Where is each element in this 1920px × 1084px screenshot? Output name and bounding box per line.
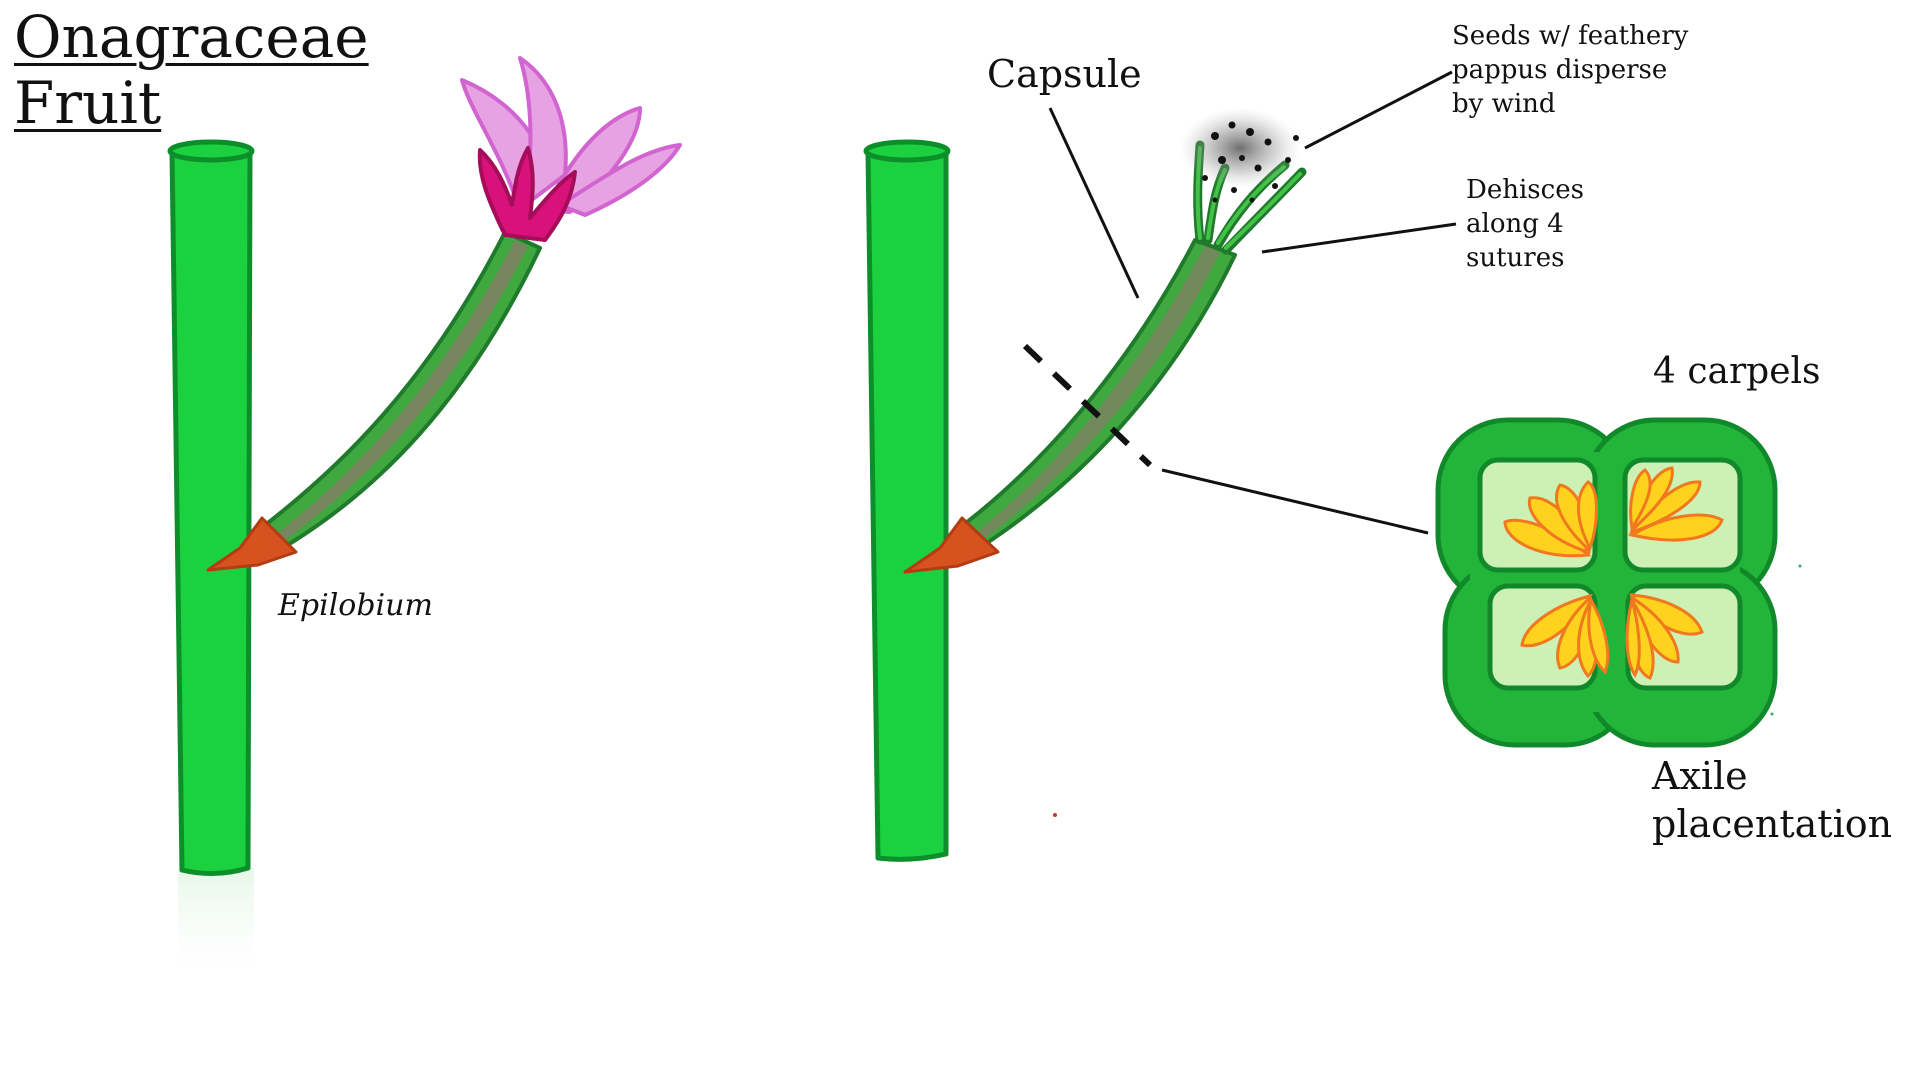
right-bract (903, 516, 1000, 574)
stray-dot-3 (1770, 712, 1774, 716)
left-flower (460, 56, 682, 242)
right-stem-top (863, 139, 951, 163)
seeds-pointer (1304, 70, 1453, 150)
left-petal-4 (558, 143, 682, 217)
pointer-lines (1022, 70, 1457, 535)
capsule-pointer (1048, 107, 1140, 299)
dehisce-pointer (1261, 222, 1457, 254)
title-line-1: Onagraceae (14, 3, 369, 71)
title-line-2: Fruit (14, 69, 162, 137)
page-title: Onagraceae Fruit (14, 4, 369, 136)
placentation-label: Axile placentation (1652, 752, 1892, 848)
cross-section (1435, 417, 1778, 748)
left-pedicel (246, 230, 542, 562)
ovules-tl (1503, 480, 1598, 558)
right-stem (865, 147, 949, 862)
placentation-label-line-2: placentation (1652, 802, 1893, 846)
ovules-br (1625, 593, 1704, 680)
left-plant (167, 56, 682, 988)
carpels-label: 4 carpels (1653, 351, 1821, 392)
left-pedicel-core (262, 240, 528, 552)
right-capsule-core (960, 246, 1220, 552)
section-pointer (1161, 468, 1429, 535)
dehisce-label-line-3: sutures (1466, 243, 1565, 273)
capsule-label: Capsule (987, 52, 1142, 96)
stray-dot-2 (1798, 564, 1802, 568)
seeds-label-line-1: Seeds w/ feathery (1452, 21, 1689, 51)
dehisce-label: Dehisces along 4 sutures (1466, 173, 1584, 275)
left-sepals (477, 146, 577, 242)
seeds-label-line-2: pappus disperse (1452, 55, 1668, 85)
wind-dispersed-seeds (1180, 108, 1300, 203)
genus-label: Epilobium (278, 588, 433, 623)
seeds-label: Seeds w/ feathery pappus disperse by win… (1452, 19, 1688, 121)
section-cut-line (1022, 343, 1153, 468)
right-plant (863, 108, 1307, 862)
dehisce-label-line-2: along 4 (1466, 209, 1564, 239)
placentation-label-line-1: Axile (1652, 754, 1748, 798)
left-stem (169, 147, 253, 877)
left-stem-top (167, 139, 255, 163)
dehisce-label-line-1: Dehisces (1466, 175, 1584, 205)
left-stem-fade (178, 868, 254, 988)
seeds-label-line-3: by wind (1452, 89, 1556, 119)
left-bract (206, 516, 298, 572)
ovules-tr (1628, 466, 1724, 542)
ovules-bl (1520, 593, 1610, 679)
stray-dot (1053, 813, 1057, 817)
